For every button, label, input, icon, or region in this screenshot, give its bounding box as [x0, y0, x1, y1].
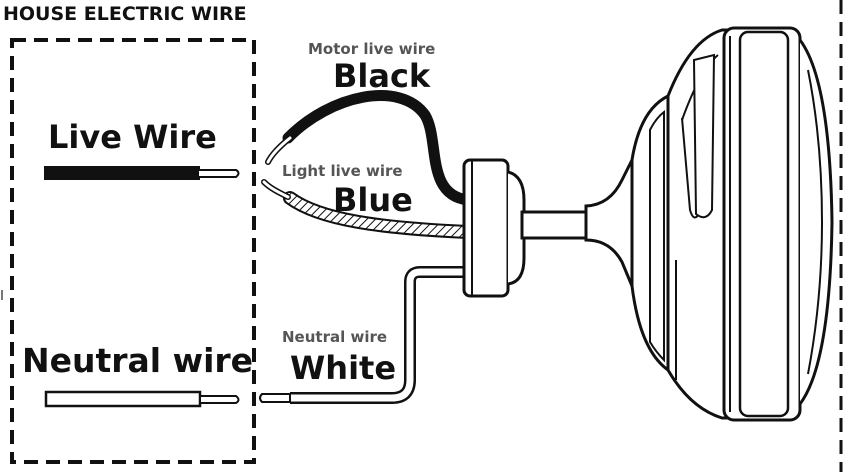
neutral-wire-caption: Neutral wire — [282, 328, 388, 346]
house-neutral-wire-label: Neutral wire — [22, 341, 254, 380]
fan-light-kit — [722, 26, 834, 422]
diagram-title: HOUSE ELECTRIC WIRE — [3, 3, 247, 25]
house-wire-box — [10, 38, 256, 464]
light-live-wire-color-label: Blue — [333, 181, 413, 219]
house-live-wire — [44, 166, 200, 180]
light-live-wire-caption: Light live wire — [282, 162, 403, 180]
fan-motor-housing — [630, 28, 730, 420]
fan-downrod — [520, 210, 588, 240]
house-neutral-wire-stripped-end — [199, 395, 240, 404]
motor-live-wire — [282, 90, 474, 206]
fixture-neutral-wire-stripped-end — [259, 393, 291, 403]
light-live-wire-stripped-end-inner — [262, 180, 290, 199]
fan-canopy — [462, 158, 526, 298]
house-live-wire-stripped-end — [197, 169, 240, 178]
fan-motor-collar — [584, 159, 634, 287]
fixture-neutral-wire-fill — [290, 268, 468, 402]
neutral-wire-color-label: White — [290, 349, 397, 387]
house-neutral-wire — [44, 390, 202, 408]
house-live-wire-label: Live Wire — [48, 118, 217, 156]
motor-live-wire-caption: Motor live wire — [308, 40, 436, 58]
light-live-wire-fill — [285, 193, 473, 237]
motor-live-wire-color-label: Black — [333, 57, 431, 95]
motor-live-wire-stripped-end-inner — [266, 136, 292, 164]
